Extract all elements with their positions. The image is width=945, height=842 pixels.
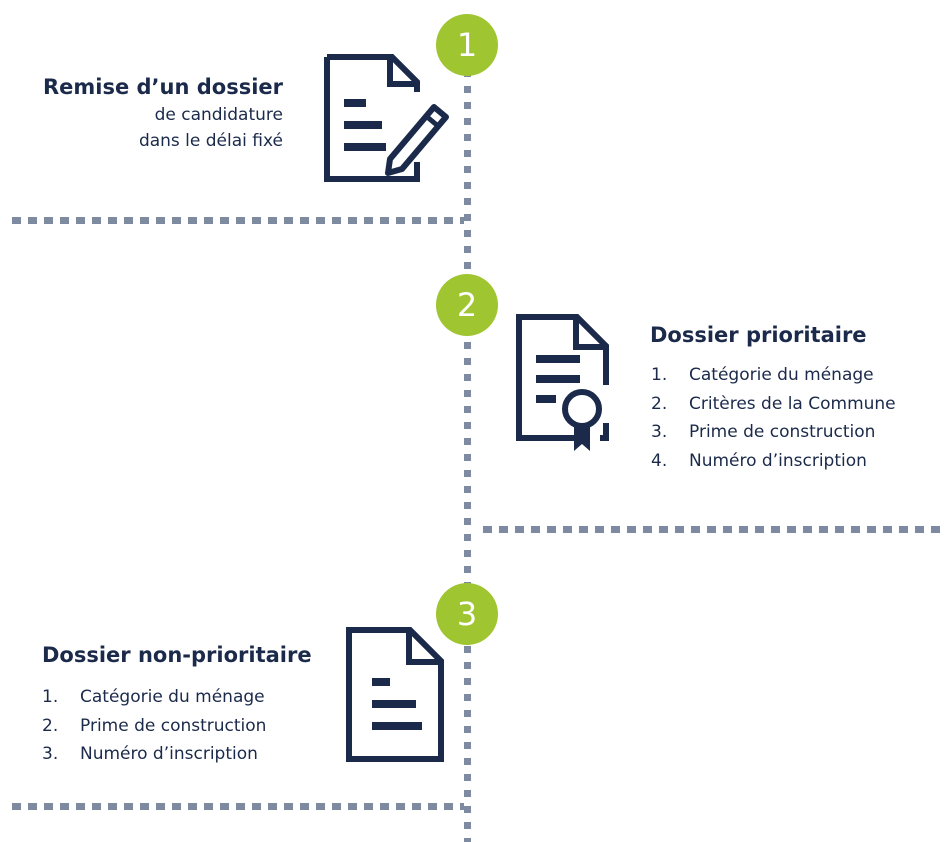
- list-item-text: Prime de construction: [80, 715, 267, 736]
- document-pen-icon: [324, 54, 449, 182]
- list-item-number: 1.: [651, 365, 668, 385]
- document-certificate-icon: [516, 314, 609, 451]
- section-3-divider: [12, 803, 464, 810]
- step-1-badge: 1: [436, 14, 498, 76]
- list-item-number: 3.: [42, 744, 59, 764]
- list-item-text: Prime de construction: [689, 422, 876, 442]
- step-2-badge: 2: [436, 274, 498, 336]
- step-3-title: Dossier non-prioritaire: [42, 643, 312, 667]
- list-item: 3. Prime de construction: [651, 418, 896, 447]
- step-1-subtitle: de candidature dans le délai fixé: [139, 102, 283, 154]
- section-1-divider: [12, 217, 464, 224]
- step-2-number: 2: [456, 286, 478, 324]
- list-item: 3. Numéro d’inscription: [42, 740, 266, 769]
- list-item: 1. Catégorie du ménage: [651, 361, 896, 390]
- list-item: 4. Numéro d’inscription: [651, 447, 896, 476]
- list-item-number: 2.: [42, 715, 59, 736]
- step-1-title: Remise d’un dossier: [42, 75, 283, 99]
- list-item-number: 4.: [651, 450, 668, 471]
- step-2-title: Dossier prioritaire: [650, 323, 867, 347]
- list-item-number: 1.: [42, 687, 59, 707]
- step-2-criteria-list: 1. Catégorie du ménage 2. Critères de la C…: [651, 361, 896, 475]
- list-item-number: 2.: [651, 393, 668, 414]
- document-lines-icon: [346, 627, 444, 762]
- list-item: 1. Catégorie du ménage: [42, 683, 266, 712]
- list-item-text: Catégorie du ménage: [80, 687, 265, 707]
- step-1-number: 1: [456, 26, 478, 64]
- timeline-vertical-dotted-line: [464, 22, 471, 842]
- step-1-subtitle-line-1: de candidature: [154, 105, 283, 125]
- list-item-text: Catégorie du ménage: [689, 365, 874, 385]
- list-item-text: Numéro d’inscription: [80, 744, 258, 764]
- step-3-badge: 3: [436, 583, 498, 645]
- step-3-number: 3: [456, 595, 478, 633]
- step-1-subtitle-line-2: dans le délai fixé: [138, 131, 283, 151]
- list-item: 2. Critères de la Commune: [651, 390, 896, 419]
- list-item-text: Numéro d’inscription: [689, 450, 867, 471]
- list-item-number: 3.: [651, 422, 668, 442]
- list-item-text: Critères de la Commune: [689, 393, 896, 414]
- section-2-divider: [483, 526, 945, 533]
- list-item: 2. Prime de construction: [42, 712, 266, 741]
- step-3-criteria-list: 1. Catégorie du ménage 2. Prime de constru…: [42, 683, 266, 769]
